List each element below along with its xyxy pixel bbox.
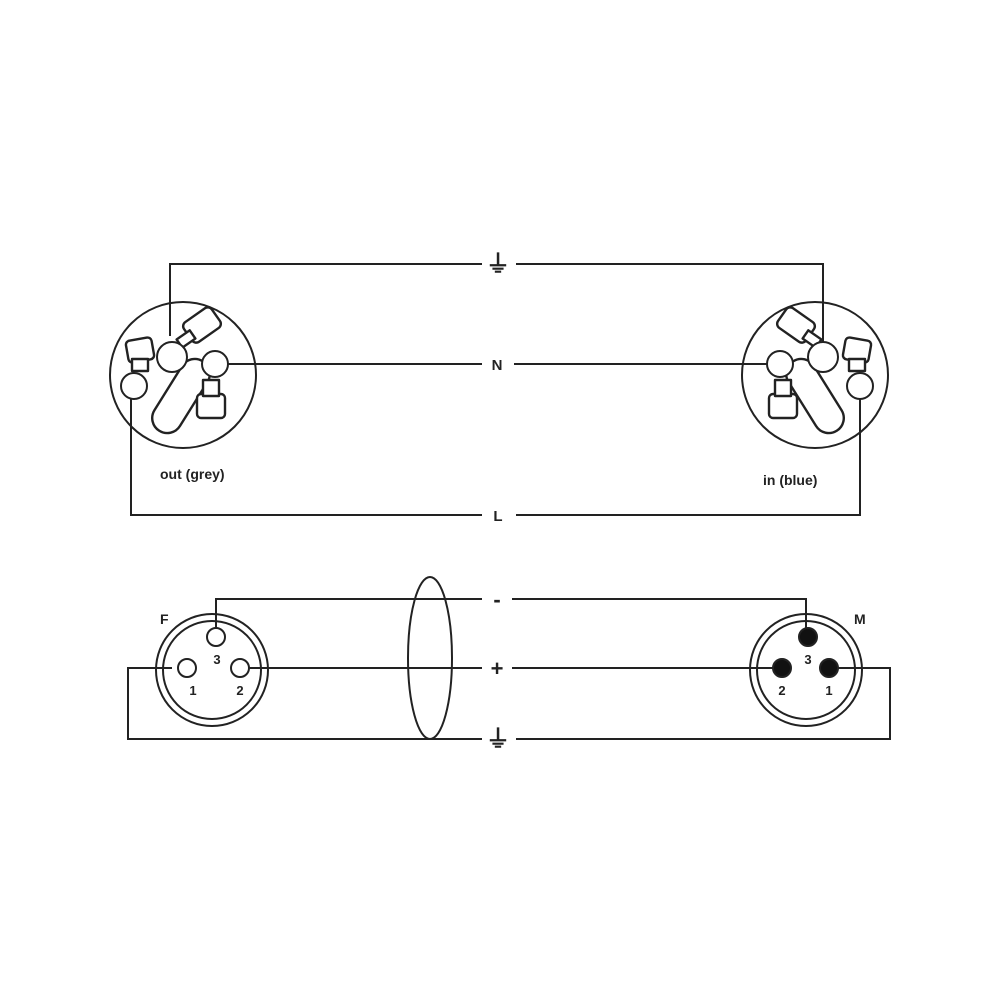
powercon-in-terminal-right-neck bbox=[847, 357, 867, 373]
xlr-ground-wire bbox=[127, 667, 891, 740]
powercon-out-contact-ground bbox=[156, 341, 188, 373]
xlr-male-pin-1 bbox=[819, 658, 839, 678]
powercon-in-terminal-left-neck bbox=[773, 378, 793, 398]
xlr-male-pin-2-label: 2 bbox=[778, 683, 785, 698]
powercon-out-label: out (grey) bbox=[160, 466, 225, 482]
powercon-live-label: L bbox=[493, 508, 502, 525]
xlr-male-outer-ring bbox=[749, 613, 863, 727]
powercon-out-contact-neutral bbox=[201, 350, 229, 378]
powercon-out-terminal-left-neck bbox=[130, 357, 150, 373]
powercon-out-housing bbox=[109, 301, 257, 449]
xlr-female-inner-ring bbox=[162, 620, 262, 720]
powercon-in-contact-ground bbox=[807, 341, 839, 373]
xlr-minus-wire bbox=[215, 598, 807, 630]
powercon-ground-wire bbox=[169, 263, 824, 346]
powercon-cable: ⏚ N L out (grey) bbox=[109, 251, 889, 525]
xlr-male-label: M bbox=[854, 611, 866, 627]
xlr-male-pin-2 bbox=[772, 658, 792, 678]
xlr-female-pin-1 bbox=[177, 658, 197, 678]
xlr-female-pin-2-label: 2 bbox=[236, 683, 243, 698]
xlr-cable: - + ⏚ 3 1 2 F 3 2 1 M bbox=[127, 576, 891, 753]
powercon-in-housing bbox=[741, 301, 889, 449]
powercon-out-terminal-right-neck bbox=[201, 378, 221, 398]
powercon-ground-label: ⏚ bbox=[486, 251, 510, 278]
xlr-female-label: F bbox=[160, 611, 169, 627]
powercon-in-contact-live bbox=[846, 372, 874, 400]
powercon-neutral-label: N bbox=[492, 357, 503, 374]
powercon-in-connector bbox=[741, 301, 889, 449]
xlr-female-pin-3-label: 3 bbox=[213, 652, 220, 667]
xlr-male-pin-3 bbox=[798, 627, 818, 647]
xlr-male-connector bbox=[749, 613, 863, 727]
xlr-female-pin-1-label: 1 bbox=[189, 683, 196, 698]
powercon-in-contact-neutral bbox=[766, 350, 794, 378]
powercon-in-label: in (blue) bbox=[763, 472, 817, 488]
xlr-shield bbox=[407, 576, 453, 740]
xlr-minus-label: - bbox=[493, 587, 500, 612]
xlr-female-pin-2 bbox=[230, 658, 250, 678]
powercon-out-terminal-right bbox=[195, 392, 227, 420]
xlr-female-connector bbox=[155, 613, 269, 727]
powercon-live-wire bbox=[130, 380, 861, 516]
xlr-male-pin-3-label: 3 bbox=[804, 652, 811, 667]
xlr-male-inner-ring bbox=[756, 620, 856, 720]
xlr-female-pin-3 bbox=[206, 627, 226, 647]
powercon-in-terminal-left bbox=[767, 392, 799, 420]
xlr-plus-label: + bbox=[491, 656, 504, 681]
xlr-ground-label: ⏚ bbox=[486, 726, 510, 753]
powercon-out-connector bbox=[109, 301, 257, 449]
powercon-out-contact-live bbox=[120, 372, 148, 400]
xlr-female-outer-ring bbox=[155, 613, 269, 727]
xlr-male-pin-1-label: 1 bbox=[825, 683, 832, 698]
